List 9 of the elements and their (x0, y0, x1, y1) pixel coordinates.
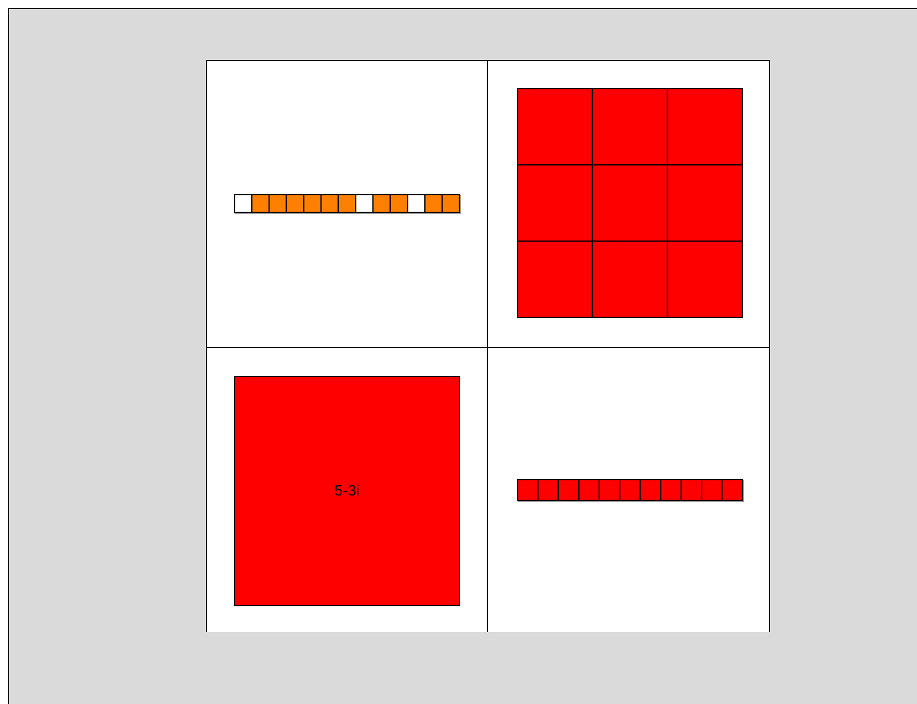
panel (206, 60, 488, 348)
cell-strip (517, 479, 743, 501)
panel (487, 347, 770, 632)
square-grid (517, 88, 743, 318)
panel (206, 347, 488, 632)
cell-strip (234, 194, 460, 213)
square-block (234, 376, 460, 606)
panel (487, 60, 770, 348)
node-label: 5-3i (333, 482, 360, 500)
